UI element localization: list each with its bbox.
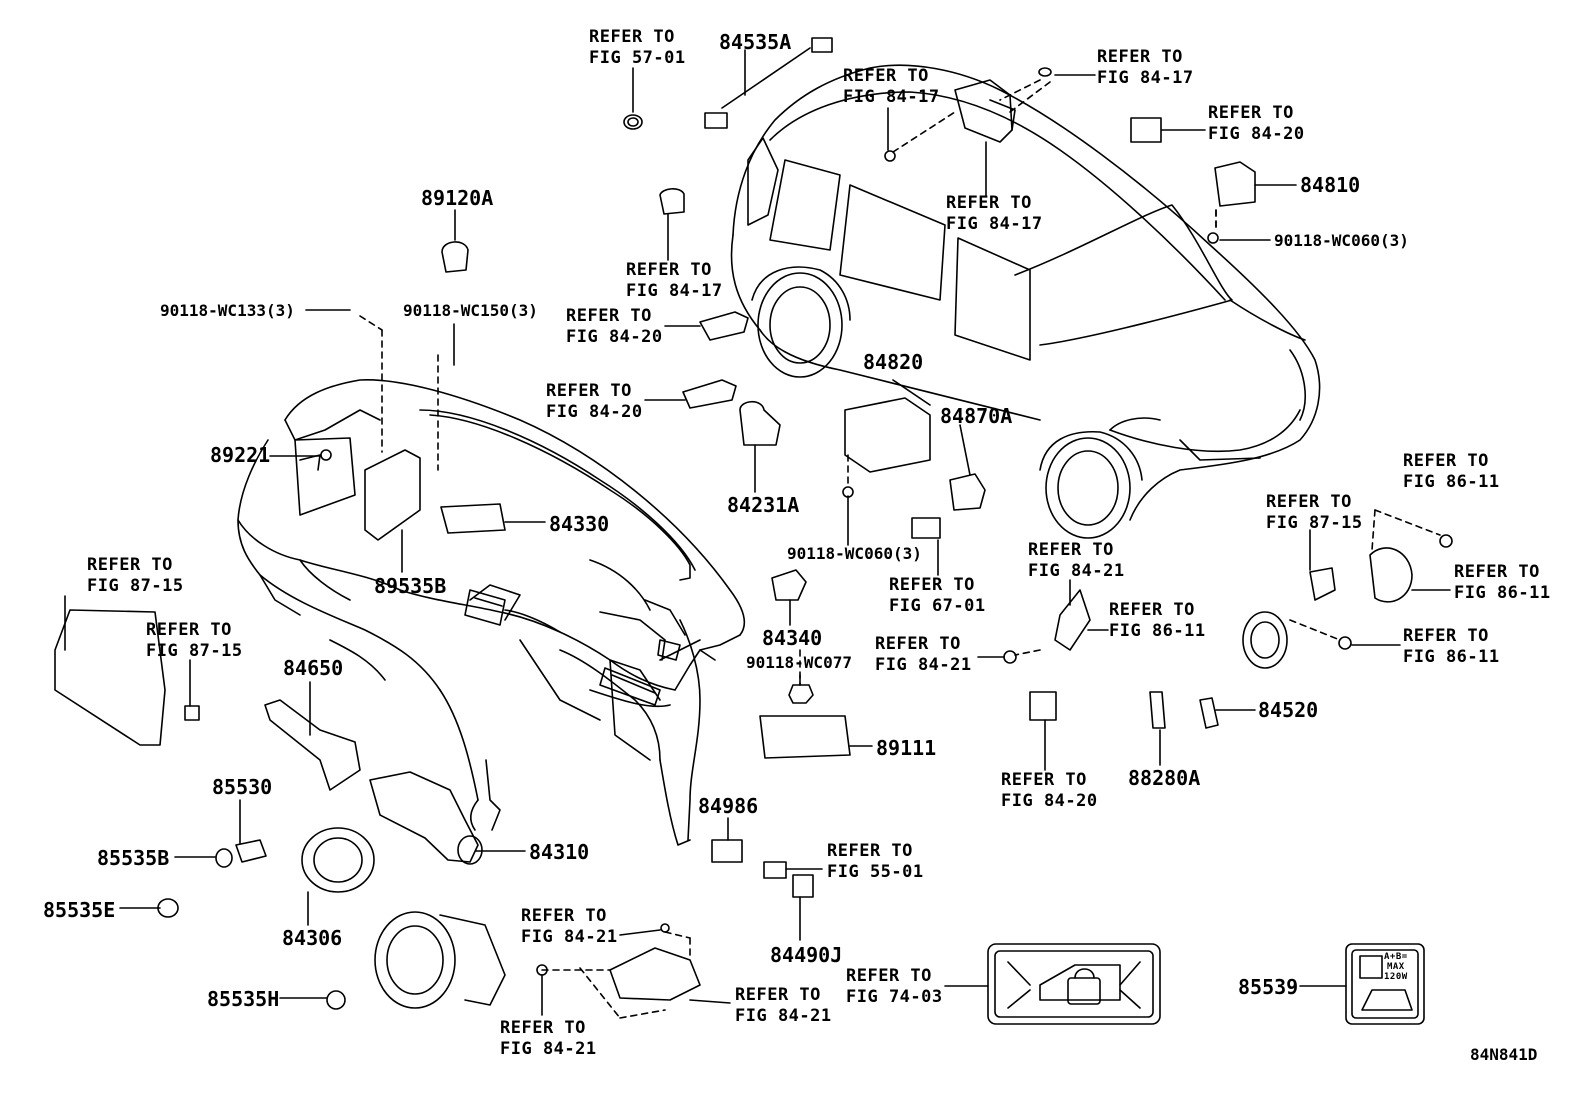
dashed-lines (359, 79, 1441, 1019)
part-label-84810[interactable]: 84810 (1300, 173, 1361, 197)
diagram-code: 84N841D (1470, 1045, 1538, 1064)
part-label-89120A[interactable]: 89120A (421, 186, 494, 210)
part-label-89111[interactable]: 89111 (876, 736, 937, 760)
part-label-84820[interactable]: 84820 (863, 350, 924, 374)
part-label-85535B[interactable]: 85535B (97, 846, 170, 870)
part-label-85535H[interactable]: 85535H (207, 987, 280, 1011)
part-label-89221[interactable]: 89221 (210, 443, 271, 467)
part-label-84310[interactable]: 84310 (529, 840, 590, 864)
part-label-84340[interactable]: 84340 (762, 626, 823, 650)
vehicle-outline (730, 64, 1321, 539)
decal-85539-text: A+B= MAX 120W (1384, 952, 1408, 982)
part-label-84535A[interactable]: 84535A (719, 30, 792, 54)
part-label-85535E[interactable]: 85535E (43, 898, 116, 922)
fastener-label[interactable]: 90118-WC133(3) (160, 301, 295, 320)
part-label-84986[interactable]: 84986 (698, 794, 759, 818)
part-label-84520[interactable]: 84520 (1258, 698, 1319, 722)
leader-lines (64, 49, 1451, 1016)
decal-85539 (1345, 943, 1425, 1025)
part-label-84231A[interactable]: 84231A (727, 493, 800, 517)
part-label-84650[interactable]: 84650 (283, 656, 344, 680)
part-label-89535B[interactable]: 89535B (374, 574, 447, 598)
components (54, 37, 1453, 1010)
fastener-label[interactable]: 90118-WC077 (746, 653, 852, 672)
part-label-88280A[interactable]: 88280A (1128, 766, 1201, 790)
part-label-85530[interactable]: 85530 (212, 775, 273, 799)
part-label-84490J[interactable]: 84490J (770, 943, 843, 967)
dashboard-outline (237, 379, 746, 846)
part-label-84330[interactable]: 84330 (549, 512, 610, 536)
fastener-label[interactable]: 90118-WC060(3) (1274, 231, 1409, 250)
part-label-84870A[interactable]: 84870A (940, 404, 1013, 428)
decal-74-03 (987, 943, 1161, 1025)
part-label-85539[interactable]: 85539 (1238, 975, 1299, 999)
fastener-label[interactable]: 90118-WC060(3) (787, 544, 922, 563)
part-label-84306[interactable]: 84306 (282, 926, 343, 950)
fastener-label[interactable]: 90118-WC150(3) (403, 301, 538, 320)
